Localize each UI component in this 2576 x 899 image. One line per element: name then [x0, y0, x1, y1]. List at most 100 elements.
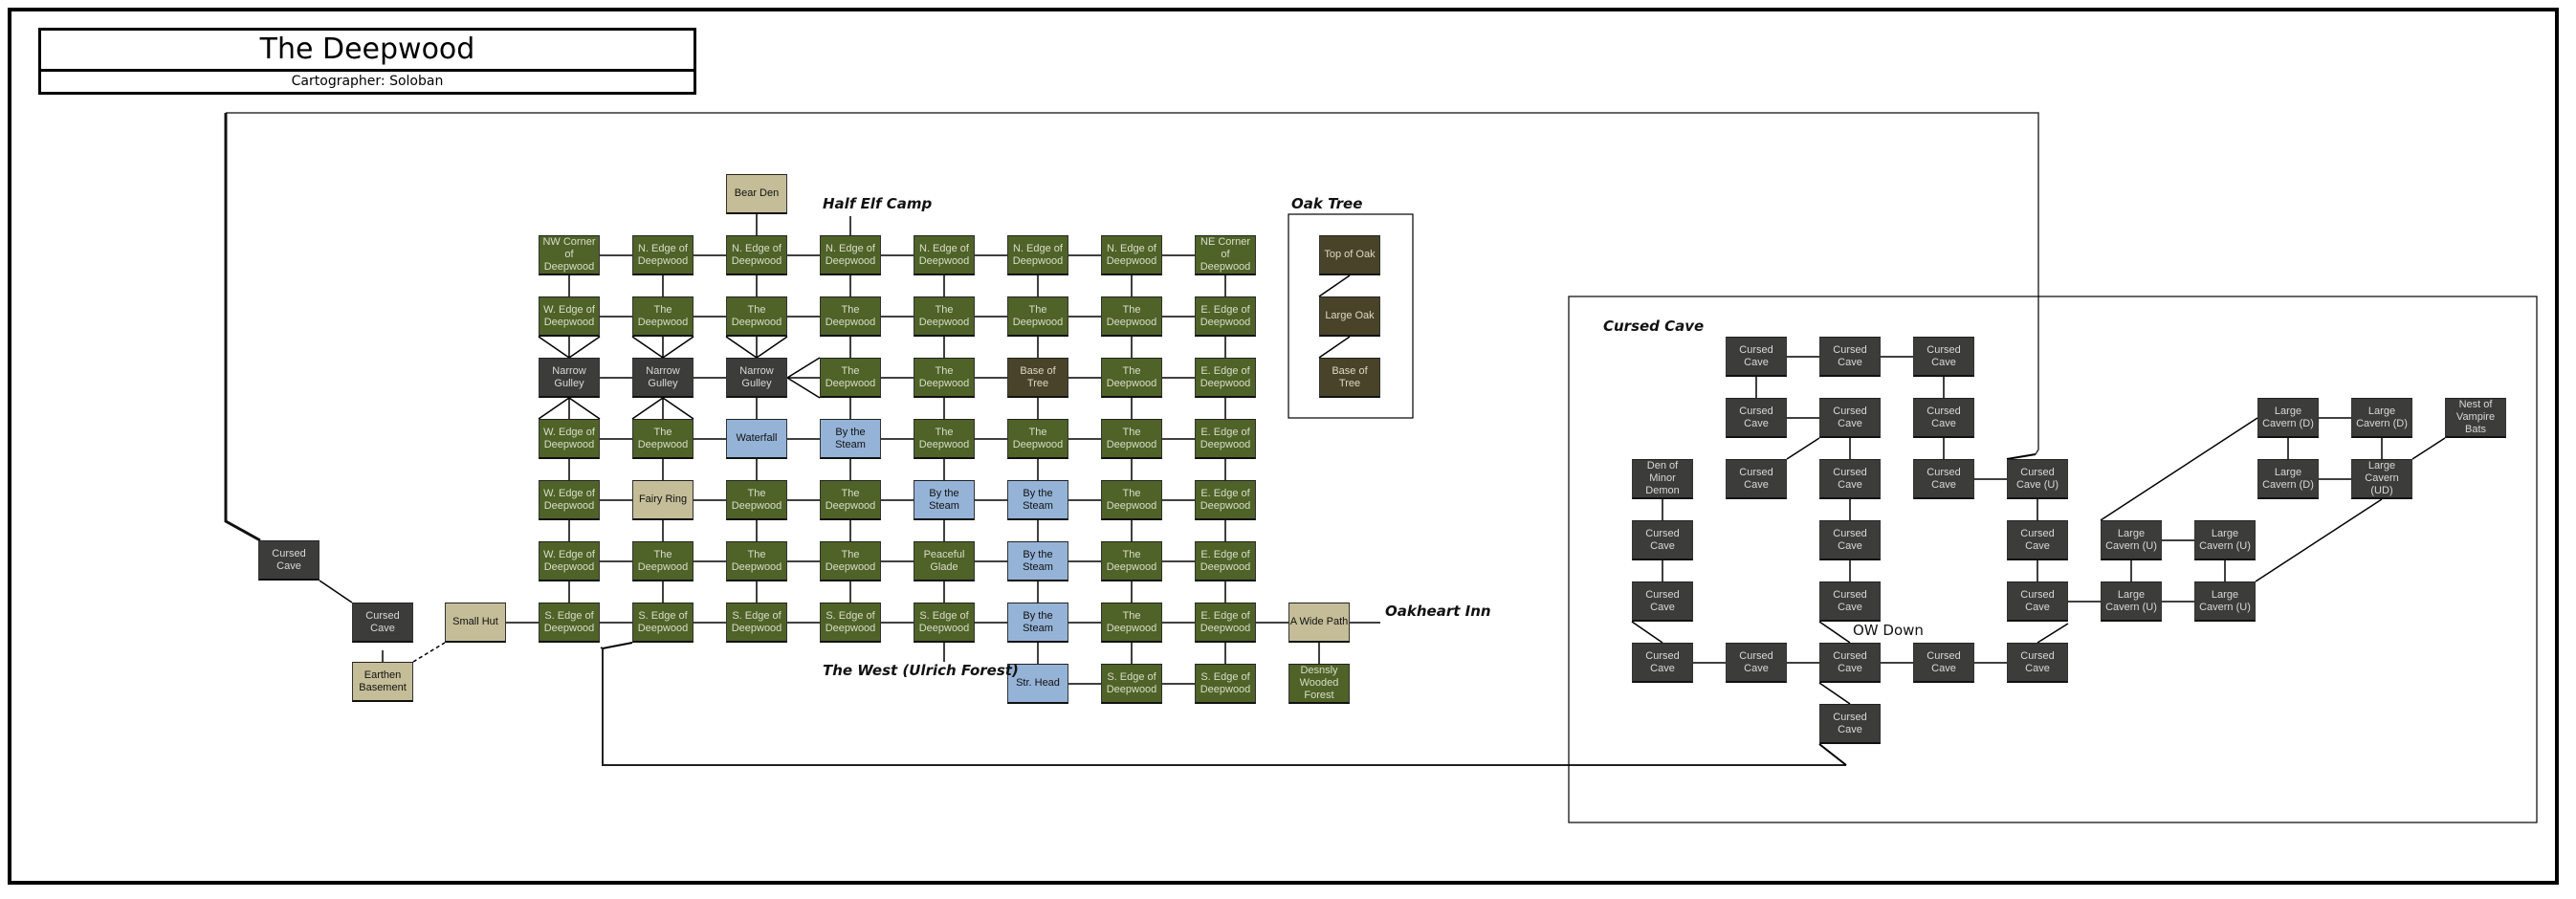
room-g2_3[interactable]: The Deepwood [820, 358, 881, 398]
room-c_r2_3[interactable]: Cursed Cave [1913, 459, 1974, 499]
room-c_r0_2[interactable]: Cursed Cave [1819, 337, 1881, 377]
room-c_r3_0[interactable]: Cursed Cave [1632, 520, 1693, 560]
room-g1_7[interactable]: E. Edge of Deepwood [1195, 296, 1256, 337]
room-g6_4[interactable]: S. Edge of Deepwood [914, 603, 975, 643]
room-lc_u1[interactable]: Large Cavern (U) [2101, 520, 2162, 560]
room-c_r5_1[interactable]: Cursed Cave [1726, 643, 1787, 683]
room-g5_7[interactable]: E. Edge of Deepwood [1195, 541, 1256, 581]
room-lc_d1[interactable]: Large Cavern (D) [2257, 398, 2319, 438]
room-g6_3[interactable]: S. Edge of Deepwood [820, 603, 881, 643]
room-west_cave_1[interactable]: Cursed Cave [258, 540, 319, 581]
room-g2_6[interactable]: The Deepwood [1101, 358, 1162, 398]
room-large_oak[interactable]: Large Oak [1319, 296, 1380, 337]
room-c_r2_1[interactable]: Cursed Cave [1726, 459, 1787, 499]
room-g2_5[interactable]: Base of Tree [1007, 358, 1068, 398]
room-g7_5[interactable]: Str. Head [1007, 664, 1068, 704]
room-g1_0[interactable]: W. Edge of Deepwood [539, 296, 600, 337]
room-g6_7[interactable]: E. Edge of Deepwood [1195, 603, 1256, 643]
room-g2_2[interactable]: Narrow Gulley [726, 358, 787, 398]
room-g7_6[interactable]: S. Edge of Deepwood [1101, 664, 1162, 704]
room-small_hut[interactable]: Small Hut [445, 603, 506, 643]
room-g1_2[interactable]: The Deepwood [726, 296, 787, 337]
room-g4_3[interactable]: The Deepwood [820, 480, 881, 520]
room-g1_6[interactable]: The Deepwood [1101, 296, 1162, 337]
room-g5_0[interactable]: W. Edge of Deepwood [539, 541, 600, 581]
room-g5_6[interactable]: The Deepwood [1101, 541, 1162, 581]
room-g3_0[interactable]: W. Edge of Deepwood [539, 419, 600, 459]
room-g0_1[interactable]: N. Edge of Deepwood [632, 235, 694, 275]
room-c_r4_0[interactable]: Cursed Cave [1632, 581, 1693, 622]
room-g2_4[interactable]: The Deepwood [914, 358, 975, 398]
room-lc_d2[interactable]: Large Cavern (D) [2351, 398, 2412, 438]
room-g4_1[interactable]: Fairy Ring [632, 480, 694, 520]
room-c_r0_1[interactable]: Cursed Cave [1726, 337, 1787, 377]
room-g1_1[interactable]: The Deepwood [632, 296, 694, 337]
room-g5_4[interactable]: Peaceful Glade [914, 541, 975, 581]
room-g0_0[interactable]: NW Corner of Deepwood [539, 235, 600, 275]
room-top_of_oak[interactable]: Top of Oak [1319, 235, 1380, 275]
room-g4_5[interactable]: By the Steam [1007, 480, 1068, 520]
room-g0_6[interactable]: N. Edge of Deepwood [1101, 235, 1162, 275]
room-c_r5_4[interactable]: Cursed Cave [2007, 643, 2068, 683]
room-c_r3_2[interactable]: Cursed Cave [1819, 520, 1881, 560]
room-lc_u2[interactable]: Large Cavern (U) [2194, 520, 2256, 560]
room-g7_7[interactable]: S. Edge of Deepwood [1195, 664, 1256, 704]
room-g3_1[interactable]: The Deepwood [632, 419, 694, 459]
room-base_of_tree_oak[interactable]: Base of Tree [1319, 358, 1380, 398]
room-lc_ud[interactable]: Large Cavern (UD) [2351, 459, 2412, 499]
room-g3_2[interactable]: Waterfall [726, 419, 787, 459]
room-g3_7[interactable]: E. Edge of Deepwood [1195, 419, 1256, 459]
room-g5_1[interactable]: The Deepwood [632, 541, 694, 581]
room-g0_2[interactable]: N. Edge of Deepwood [726, 235, 787, 275]
room-g5_5[interactable]: By the Steam [1007, 541, 1068, 581]
room-c_r5_2[interactable]: Cursed Cave [1819, 643, 1881, 683]
room-g0_4[interactable]: N. Edge of Deepwood [914, 235, 975, 275]
room-g1_5[interactable]: The Deepwood [1007, 296, 1068, 337]
room-c_r1_1[interactable]: Cursed Cave [1726, 398, 1787, 438]
room-g3_6[interactable]: The Deepwood [1101, 419, 1162, 459]
room-g2_0[interactable]: Narrow Gulley [539, 358, 600, 398]
room-g3_3[interactable]: By the Steam [820, 419, 881, 459]
room-c_r4_2[interactable]: Cursed Cave [1819, 581, 1881, 622]
room-g3_4[interactable]: The Deepwood [914, 419, 975, 459]
room-g4_7[interactable]: E. Edge of Deepwood [1195, 480, 1256, 520]
room-g4_0[interactable]: W. Edge of Deepwood [539, 480, 600, 520]
room-c_r1_3[interactable]: Cursed Cave [1913, 398, 1974, 438]
room-c_r3_4[interactable]: Cursed Cave [2007, 520, 2068, 560]
room-dense_forest[interactable]: Desnsly Wooded Forest [1288, 664, 1350, 704]
room-c_r6_2[interactable]: Cursed Cave [1819, 704, 1881, 744]
room-g5_2[interactable]: The Deepwood [726, 541, 787, 581]
room-g1_4[interactable]: The Deepwood [914, 296, 975, 337]
room-g1_3[interactable]: The Deepwood [820, 296, 881, 337]
room-g6_0[interactable]: S. Edge of Deepwood [539, 603, 600, 643]
room-g4_2[interactable]: The Deepwood [726, 480, 787, 520]
room-c_r1_2[interactable]: Cursed Cave [1819, 398, 1881, 438]
room-lc_d3[interactable]: Large Cavern (D) [2257, 459, 2319, 499]
room-g2_7[interactable]: E. Edge of Deepwood [1195, 358, 1256, 398]
room-g0_7[interactable]: NE Corner of Deepwood [1195, 235, 1256, 275]
room-den_demon[interactable]: Den of Minor Demon [1632, 459, 1693, 499]
room-g6_1[interactable]: S. Edge of Deepwood [632, 603, 694, 643]
room-g0_5[interactable]: N. Edge of Deepwood [1007, 235, 1068, 275]
room-west_cave_2[interactable]: Cursed Cave [352, 603, 413, 643]
room-earthen_basement[interactable]: Earthen Basement [352, 662, 413, 702]
room-lc_u4[interactable]: Large Cavern (U) [2194, 581, 2256, 622]
room-g6_5[interactable]: By the Steam [1007, 603, 1068, 643]
room-g3_5[interactable]: The Deepwood [1007, 419, 1068, 459]
room-vampire_bats[interactable]: Nest of Vampire Bats [2445, 398, 2506, 438]
room-g0_3[interactable]: N. Edge of Deepwood [820, 235, 881, 275]
room-g4_6[interactable]: The Deepwood [1101, 480, 1162, 520]
room-g2_1[interactable]: Narrow Gulley [632, 358, 694, 398]
room-c_r2_2[interactable]: Cursed Cave [1819, 459, 1881, 499]
room-bear_den[interactable]: Bear Den [726, 174, 787, 214]
room-g6_6[interactable]: The Deepwood [1101, 603, 1162, 643]
room-c_r5_3[interactable]: Cursed Cave [1913, 643, 1974, 683]
room-c_r4_4[interactable]: Cursed Cave [2007, 581, 2068, 622]
room-c_r0_3[interactable]: Cursed Cave [1913, 337, 1974, 377]
room-g6_2[interactable]: S. Edge of Deepwood [726, 603, 787, 643]
room-g5_3[interactable]: The Deepwood [820, 541, 881, 581]
room-lc_u3[interactable]: Large Cavern (U) [2101, 581, 2162, 622]
room-g4_4[interactable]: By the Steam [914, 480, 975, 520]
room-c_r2_4[interactable]: Cursed Cave (U) [2007, 459, 2068, 499]
room-c_r5_0[interactable]: Cursed Cave [1632, 643, 1693, 683]
